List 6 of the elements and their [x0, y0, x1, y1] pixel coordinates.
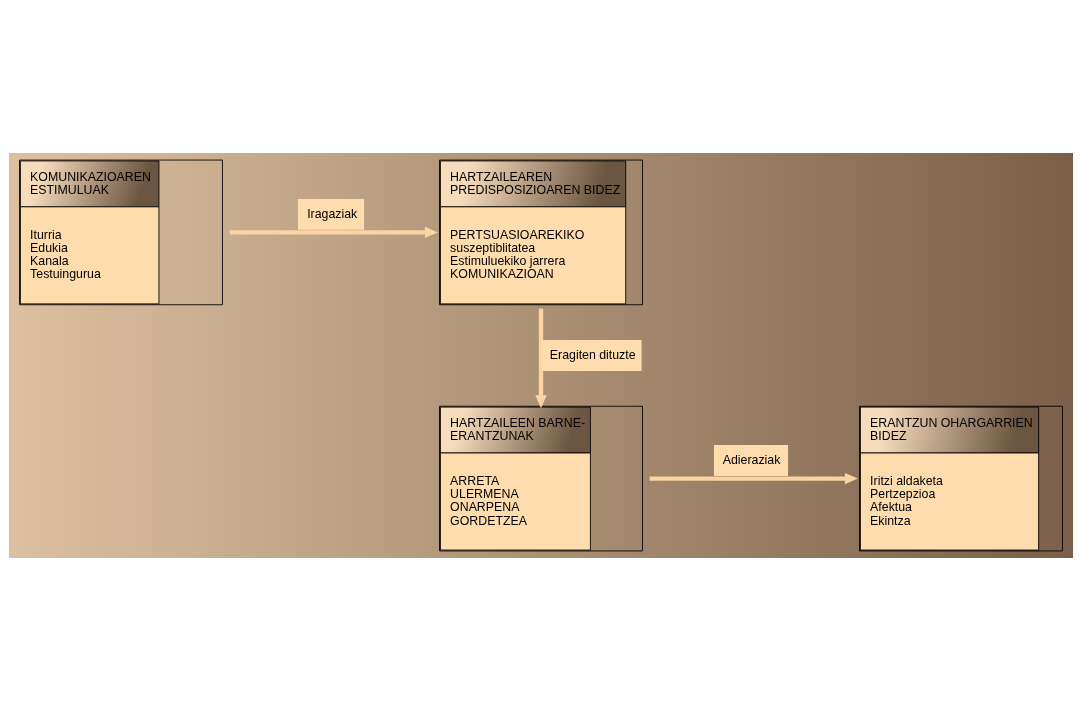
edge-label: Iragaziak [307, 207, 358, 222]
edge-label: Eragiten dituzte [549, 348, 636, 363]
arrow [535, 308, 547, 409]
edge-label: Adieraziak [722, 453, 781, 468]
arrow [229, 226, 438, 239]
arrow [649, 472, 858, 485]
